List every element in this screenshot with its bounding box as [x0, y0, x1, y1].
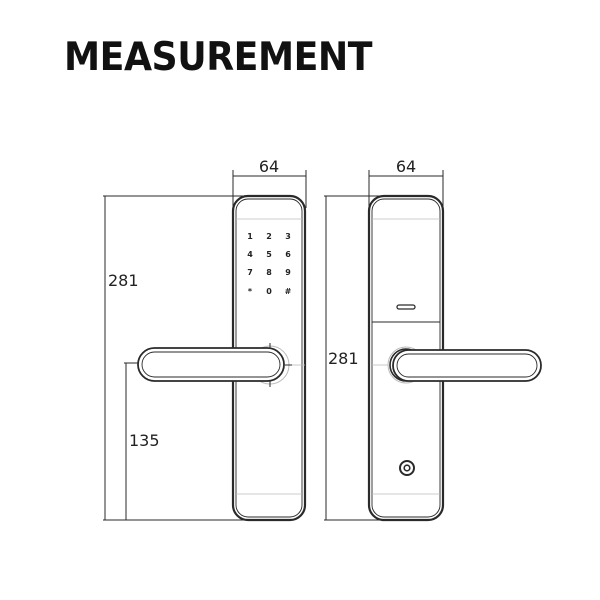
front-width-label: 64 — [259, 157, 279, 176]
page-title: MEASUREMENT — [64, 35, 373, 80]
keypad-key-2[interactable]: 2 — [266, 232, 272, 241]
front-view — [103, 170, 307, 522]
back-width-label: 64 — [396, 157, 416, 176]
front-height-dimension — [103, 195, 245, 521]
keypad-key-8[interactable]: 8 — [266, 268, 272, 277]
keypad-key-star[interactable]: * — [248, 287, 253, 296]
keypad-key-0[interactable]: 0 — [266, 287, 272, 296]
key-cylinder-icon — [399, 460, 415, 476]
keypad-key-6[interactable]: 6 — [285, 250, 291, 259]
back-handle — [392, 349, 542, 382]
keypad-key-3[interactable]: 3 — [285, 232, 291, 241]
keypad: 1 2 3 4 5 6 7 8 9 * 0 # — [247, 232, 291, 296]
front-width-dimension — [232, 170, 307, 208]
front-handle — [137, 347, 285, 382]
back-width-dimension — [368, 170, 444, 208]
front-height-label: 281 — [108, 271, 139, 290]
back-height-dimension — [324, 195, 382, 521]
keypad-key-hash[interactable]: # — [285, 287, 292, 296]
keypad-key-9[interactable]: 9 — [285, 268, 291, 277]
back-height-label: 281 — [328, 349, 359, 368]
battery-slot-icon — [396, 304, 416, 310]
back-view — [324, 170, 542, 522]
keypad-key-1[interactable]: 1 — [247, 232, 253, 241]
keypad-key-7[interactable]: 7 — [247, 268, 253, 277]
keypad-key-5[interactable]: 5 — [266, 250, 272, 259]
keypad-key-4[interactable]: 4 — [247, 250, 253, 259]
handle-height-label: 135 — [129, 431, 160, 450]
